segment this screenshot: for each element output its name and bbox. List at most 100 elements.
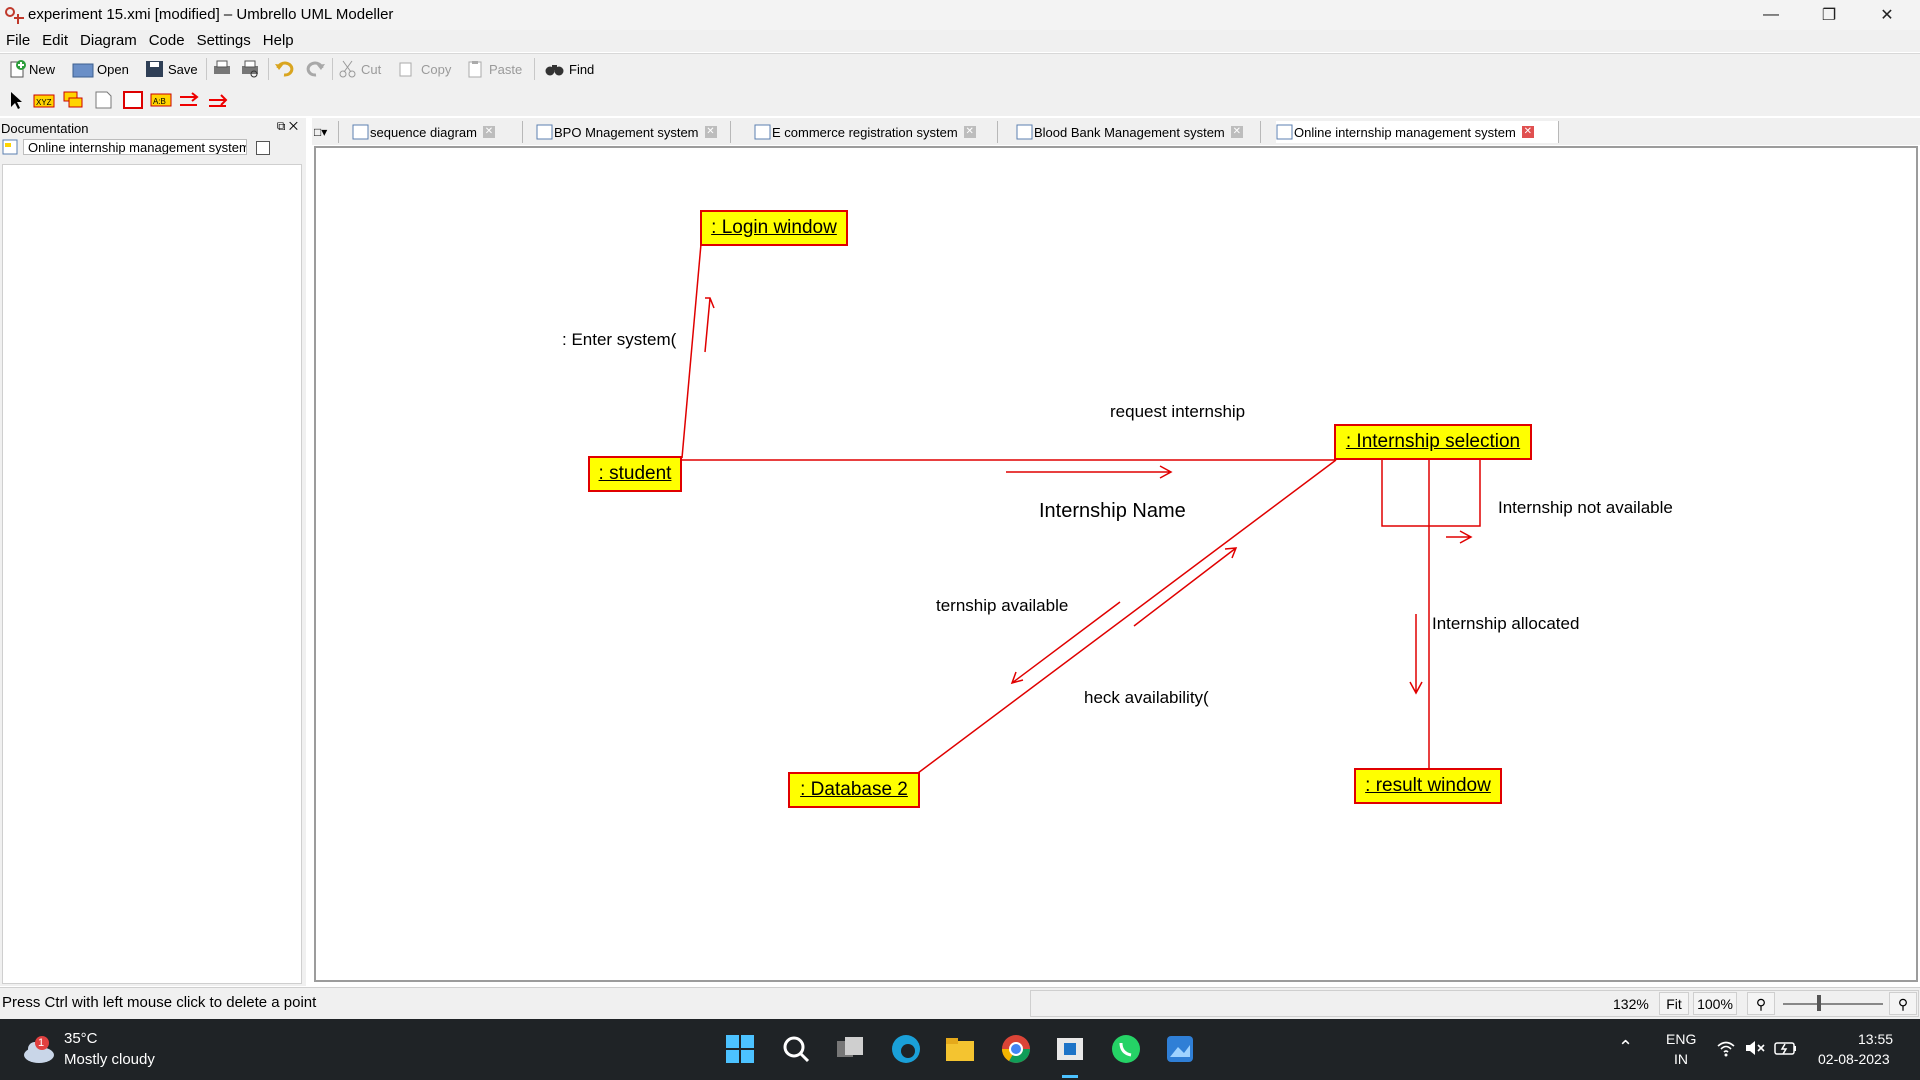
restore-button[interactable]: ❐ bbox=[1800, 0, 1858, 30]
clock-time[interactable]: 13:55 bbox=[1858, 1031, 1894, 1047]
chrome-browser-icon[interactable] bbox=[1000, 1033, 1032, 1065]
diagram-icon bbox=[536, 124, 553, 140]
new-diagram-tab-button[interactable]: □▾ bbox=[314, 121, 339, 143]
select-arrow-icon[interactable] bbox=[6, 90, 28, 110]
photos-app-icon[interactable] bbox=[1164, 1033, 1196, 1065]
windows-start-icon[interactable] bbox=[724, 1033, 756, 1065]
zoom-100-button[interactable]: 100% bbox=[1693, 992, 1737, 1015]
weather-temperature[interactable]: 35°C bbox=[64, 1030, 98, 1047]
tab-close-icon[interactable]: ✕ bbox=[1521, 126, 1534, 138]
menu-code[interactable]: Code bbox=[148, 32, 185, 49]
umbrello-app-icon bbox=[5, 7, 24, 24]
language-indicator[interactable]: ENG bbox=[1666, 1031, 1697, 1047]
paste-button[interactable]: Paste bbox=[466, 58, 522, 80]
show-hidden-icons-chevron-up-icon[interactable]: ⌃ bbox=[1618, 1037, 1634, 1057]
region-indicator[interactable]: IN bbox=[1674, 1051, 1688, 1067]
self-loop-internship[interactable] bbox=[1381, 460, 1481, 527]
tab-blood-bank-management-system[interactable]: Blood Bank Management system ✕ bbox=[1016, 121, 1261, 143]
message-filled-tool-icon[interactable] bbox=[207, 90, 229, 110]
weather-description[interactable]: Mostly cloudy bbox=[64, 1051, 155, 1068]
dock-title: Documentation bbox=[1, 121, 89, 136]
zoom-slider-handle[interactable] bbox=[1817, 995, 1821, 1011]
documentation-name-field[interactable]: Online internship management system bbox=[23, 139, 247, 155]
note-tool-icon[interactable] bbox=[92, 90, 114, 110]
menu-edit[interactable]: Edit bbox=[42, 32, 69, 49]
message-label-internship-not-available[interactable]: Internship not available bbox=[1498, 498, 1673, 517]
cloudy-weather-icon[interactable] bbox=[22, 1033, 58, 1065]
new-file-icon bbox=[10, 60, 26, 78]
redo-button[interactable] bbox=[304, 58, 329, 80]
cut-button[interactable]: Cut bbox=[338, 58, 381, 80]
print-button[interactable] bbox=[212, 58, 235, 80]
battery-charging-icon[interactable] bbox=[1774, 1039, 1798, 1057]
object-student[interactable]: : student bbox=[588, 456, 682, 492]
wifi-icon[interactable] bbox=[1716, 1039, 1736, 1057]
zoom-slider[interactable] bbox=[1783, 1003, 1883, 1005]
message-arrow-allocated bbox=[1409, 614, 1423, 695]
tab-e-commerce-registration-system[interactable]: E commerce registration system ✕ bbox=[754, 121, 998, 143]
minimize-button[interactable]: — bbox=[1742, 0, 1800, 30]
message-label-internship-name[interactable]: Internship Name bbox=[1039, 500, 1186, 522]
clock-date[interactable]: 02-08-2023 bbox=[1818, 1051, 1890, 1067]
toolbar-separator bbox=[268, 58, 269, 80]
dock-close-icon[interactable]: ✕ bbox=[288, 119, 298, 133]
message-label-internship-allocated[interactable]: Internship allocated bbox=[1432, 614, 1580, 633]
menu-file[interactable]: File bbox=[6, 32, 31, 49]
menu-settings[interactable]: Settings bbox=[196, 32, 251, 49]
speaker-muted-icon[interactable] bbox=[1744, 1039, 1766, 1057]
diagram-canvas[interactable]: : Login window : student : Internship se… bbox=[314, 146, 1918, 982]
find-button[interactable]: Find bbox=[544, 58, 594, 80]
copy-button[interactable]: Copy bbox=[398, 58, 451, 80]
message-label-request-internship[interactable]: request internship bbox=[1110, 402, 1246, 421]
tab-close-icon[interactable]: ✕ bbox=[1230, 126, 1243, 138]
close-button[interactable]: ✕ bbox=[1858, 0, 1916, 30]
object-internship-selection[interactable]: : Internship selection bbox=[1334, 424, 1532, 460]
object-tool-icon[interactable]: XYZ bbox=[33, 90, 55, 110]
object-result-window[interactable]: : result window bbox=[1354, 768, 1502, 804]
message-label-check-availability[interactable]: heck availability( bbox=[1084, 688, 1209, 707]
open-button[interactable]: Open bbox=[72, 58, 129, 80]
tab-sequence-diagram[interactable]: sequence diagram ✕ bbox=[352, 121, 523, 143]
file-explorer-icon[interactable] bbox=[944, 1033, 976, 1065]
scissors-icon bbox=[339, 60, 356, 78]
new-button[interactable]: New bbox=[8, 58, 55, 80]
open-folder-icon bbox=[72, 63, 94, 78]
zoom-fit-button[interactable]: Fit bbox=[1659, 992, 1689, 1015]
tab-close-icon[interactable]: ✕ bbox=[704, 126, 717, 138]
search-icon[interactable] bbox=[780, 1033, 812, 1065]
message-arrow-not-available bbox=[1446, 530, 1473, 544]
link-student-login[interactable] bbox=[681, 243, 702, 459]
whatsapp-icon[interactable] bbox=[1110, 1033, 1142, 1065]
message-tool-icon[interactable] bbox=[178, 90, 200, 110]
zoom-out-button[interactable]: ⚲ bbox=[1747, 992, 1775, 1015]
save-button[interactable]: Save bbox=[145, 58, 198, 80]
multi-object-tool-icon[interactable] bbox=[62, 90, 84, 110]
diagram-tabs: □▾ sequence diagram ✕ BPO Mnagement syst… bbox=[312, 118, 1920, 145]
link-internship-database[interactable] bbox=[917, 459, 1337, 774]
documentation-checkbox[interactable] bbox=[256, 141, 270, 155]
zoom-in-button[interactable]: ⚲ bbox=[1889, 992, 1917, 1015]
toolbar-separator bbox=[534, 58, 535, 80]
documentation-row: Online internship management system bbox=[0, 138, 306, 158]
message-label-enter-system[interactable]: : Enter system( bbox=[562, 330, 677, 349]
box-tool-icon[interactable] bbox=[122, 90, 144, 110]
tab-online-internship-management-system[interactable]: Online internship management system ✕ bbox=[1276, 121, 1559, 143]
menu-diagram[interactable]: Diagram bbox=[80, 32, 137, 49]
tab-close-icon[interactable]: ✕ bbox=[963, 126, 976, 138]
umbrello-taskbar-icon[interactable] bbox=[1054, 1033, 1086, 1065]
dock-float-icon[interactable]: ⧉ bbox=[276, 119, 286, 133]
documentation-text-area[interactable] bbox=[2, 164, 302, 984]
menu-bar: File Edit Diagram Code Settings Help bbox=[0, 30, 1920, 52]
tab-close-icon[interactable]: ✕ bbox=[482, 126, 495, 138]
task-view-icon[interactable] bbox=[834, 1033, 866, 1065]
dock-controls: ⧉ ✕ bbox=[277, 119, 298, 134]
object-database-2[interactable]: : Database 2 bbox=[788, 772, 920, 808]
menu-help[interactable]: Help bbox=[262, 32, 294, 49]
print-preview-button[interactable] bbox=[240, 58, 263, 80]
object-login-window[interactable]: : Login window bbox=[700, 210, 848, 246]
message-label-internship-available[interactable]: ternship available bbox=[936, 596, 1069, 615]
edge-browser-icon[interactable] bbox=[890, 1033, 922, 1065]
tab-bpo-mnagement-system[interactable]: BPO Mnagement system ✕ bbox=[536, 121, 731, 143]
text-tool-icon[interactable]: A:B bbox=[150, 90, 172, 110]
undo-button[interactable] bbox=[274, 58, 299, 80]
